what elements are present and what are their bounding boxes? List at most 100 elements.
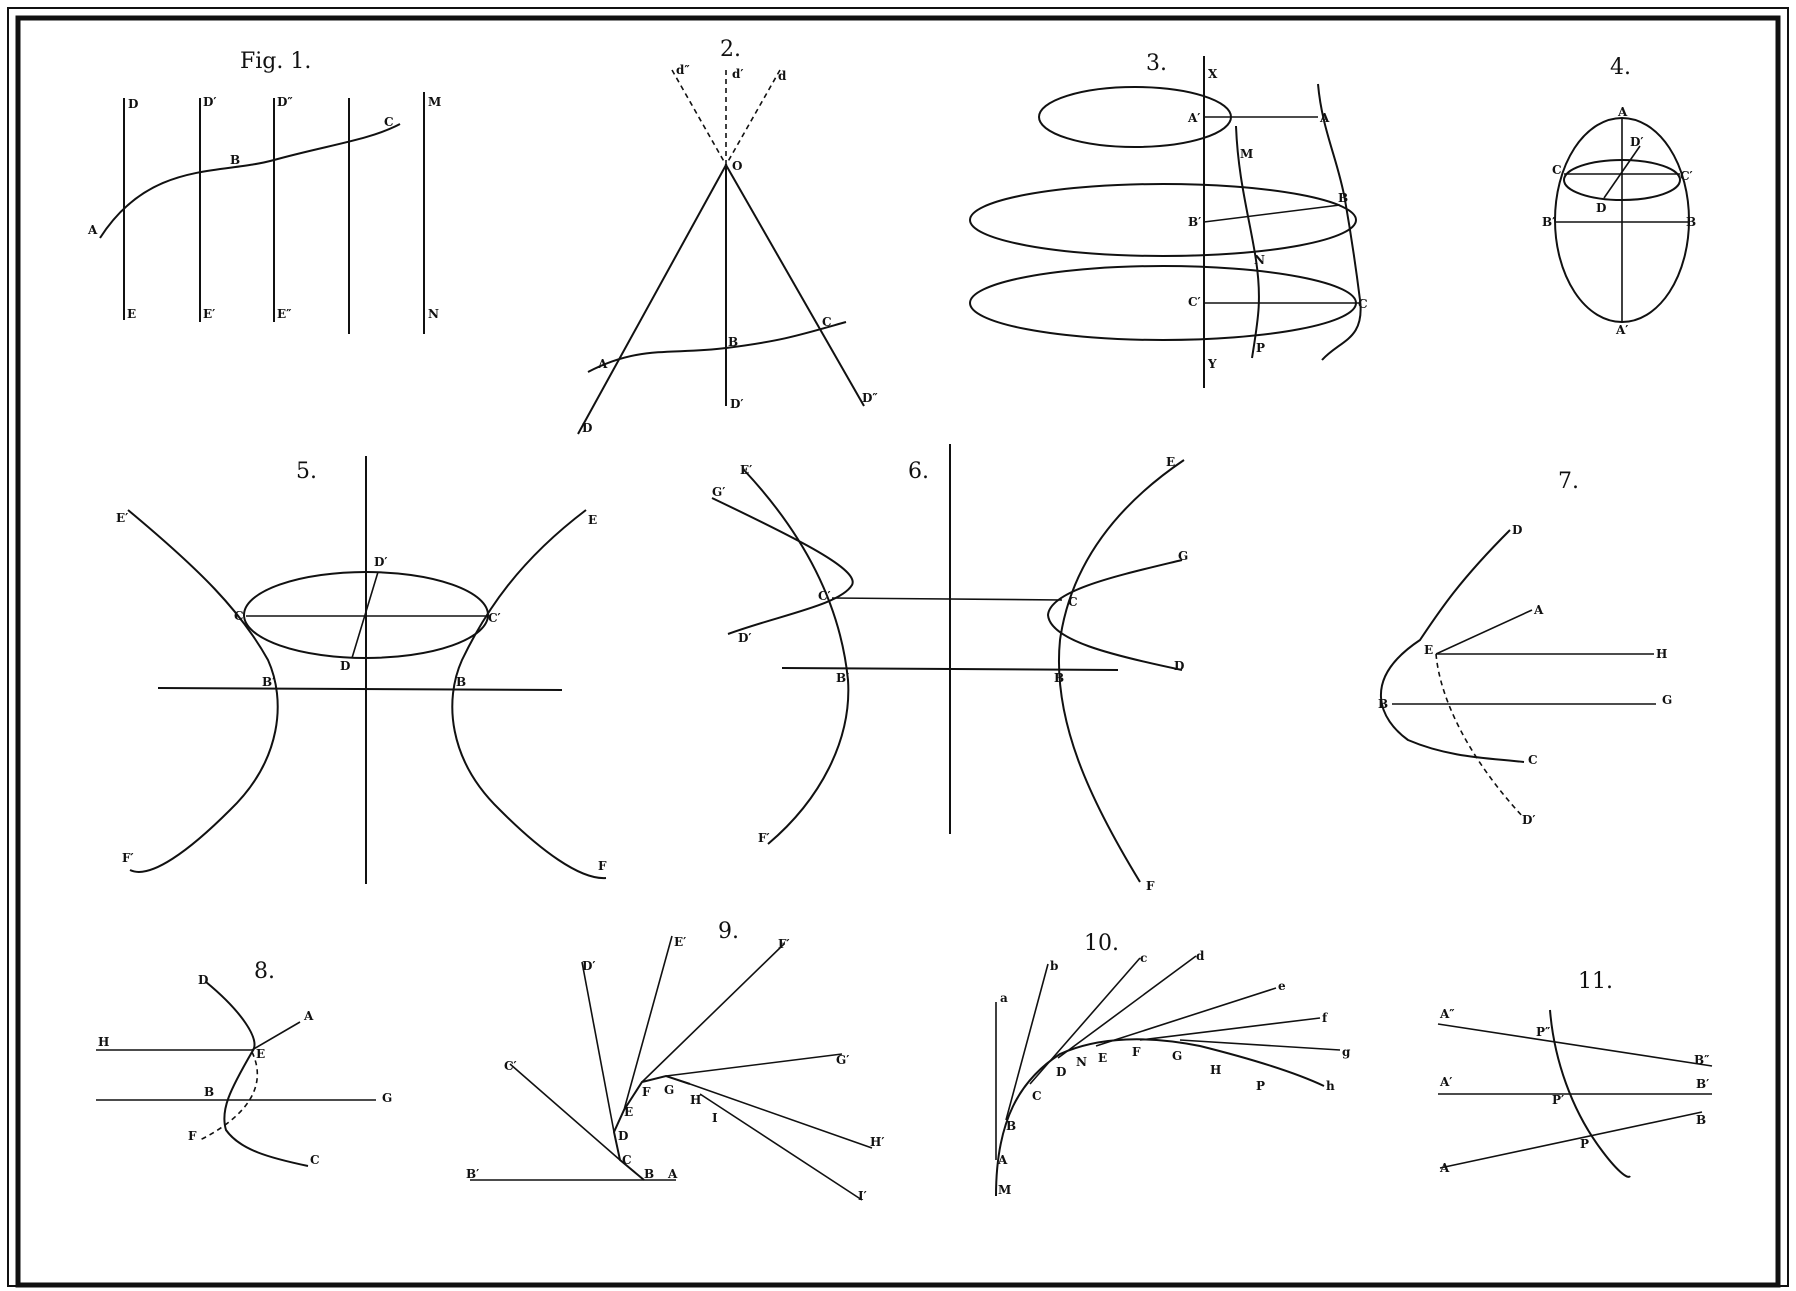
fig6-label-e: E — [1166, 455, 1175, 469]
figure-2-number: 2. — [720, 37, 741, 62]
fig1-label-e2: E″ — [277, 307, 292, 321]
fig3-curve-inner — [1235, 125, 1260, 359]
fig9-label-e: E — [624, 1105, 633, 1119]
fig7-label-h: H — [1656, 647, 1667, 661]
fig1-label-e: E — [127, 307, 136, 321]
figure-3: 3. X A′ A M B B′ N C′ C P Y — [969, 51, 1368, 388]
fig10-label-a: A — [997, 1153, 1008, 1167]
inner-frame — [15, 15, 1781, 1288]
fig2-label-d1: d′ — [732, 67, 744, 81]
fig6-label-c: C — [1068, 595, 1078, 609]
figure-7-number: 7. — [1558, 469, 1579, 494]
fig7-parabola — [1379, 529, 1525, 763]
fig3-label-c: C — [1358, 297, 1368, 311]
fig6-line-cc — [831, 597, 1063, 601]
fig4-label-d1: D′ — [1630, 135, 1644, 149]
fig2-dash-left — [671, 69, 727, 166]
figure-9-number: 9. — [718, 919, 739, 944]
figure-2: 2. d″ d′ d O A B C D D′ D″ — [577, 37, 878, 435]
fig2-label-o: O — [732, 159, 742, 173]
fig1-label-d1: D′ — [203, 95, 217, 109]
fig10-label-c: C — [1032, 1089, 1042, 1103]
fig8-curve — [205, 981, 309, 1167]
fig6-label-b1: B′ — [836, 671, 849, 685]
figure-4: 4. A D′ C C′ D B′ B A′ — [1542, 55, 1696, 337]
fig3-label-y: Y — [1207, 357, 1217, 371]
fig7-label-b: B — [1378, 697, 1388, 711]
fig4-label-a1: A′ — [1615, 323, 1628, 337]
figure-10: 10. a b c d e f g h D N E F G H P C B A … — [995, 931, 1351, 1197]
fig8-label-a: A — [303, 1009, 314, 1023]
fig8-dashed-curve — [199, 1051, 258, 1141]
fig8-label-e: E — [256, 1047, 265, 1061]
fig11-label-p1: P′ — [1552, 1093, 1564, 1107]
fig10-label-c-small: c — [1140, 951, 1147, 965]
fig2-label-d2-bottom: D″ — [862, 391, 878, 405]
fig9-label-d1: D′ — [582, 959, 596, 973]
fig11-label-a1: A′ — [1439, 1075, 1452, 1089]
fig10-label-p: P — [1256, 1079, 1265, 1093]
fig8-label-g: G — [382, 1091, 392, 1105]
fig5-label-c: C — [234, 609, 244, 623]
fig9-line-dd — [581, 961, 615, 1133]
fig5-hyperbola-left — [127, 509, 279, 873]
fig5-label-b1: B′ — [262, 675, 275, 689]
fig9-line-cc — [509, 1063, 621, 1161]
fig3-ellipse-mid — [969, 183, 1357, 257]
fig6-hyperbola-right — [1058, 459, 1185, 883]
figure-9: 9. E′ F′ D′ C′ G′ F G H I E D C B′ B A H… — [466, 919, 885, 1203]
fig10-label-b-small: b — [1050, 959, 1058, 973]
fig6-label-g1: G′ — [712, 485, 725, 499]
fig9-label-b1: B′ — [466, 1167, 479, 1181]
figure-6-number: 6. — [908, 459, 929, 484]
fig3-label-b: B — [1338, 191, 1348, 205]
fig11-label-p: P — [1580, 1137, 1589, 1151]
fig2-dash-right — [725, 69, 781, 166]
fig4-label-b: B — [1686, 215, 1696, 229]
fig1-label-m: M — [428, 95, 441, 109]
fig5-line-dd — [351, 571, 379, 659]
fig10-label-g-small: g — [1342, 1045, 1351, 1059]
fig7-label-d: D — [1512, 523, 1522, 537]
fig10-tangent-g — [1179, 1039, 1341, 1051]
fig3-label-a1: A′ — [1187, 111, 1200, 125]
fig6-hyperbola-left — [743, 469, 850, 845]
fig9-label-c1: C′ — [504, 1059, 517, 1073]
fig2-line-od2 — [725, 164, 865, 407]
fig11-line-ab2 — [1437, 1023, 1713, 1067]
fig6-label-c1: C′ — [818, 589, 831, 603]
fig7-label-a: A — [1533, 603, 1544, 617]
fig11-label-a: A — [1439, 1161, 1450, 1175]
fig9-label-g: G — [664, 1083, 674, 1097]
fig6-parabola-right — [1046, 559, 1183, 671]
fig9-label-h1: H′ — [870, 1135, 885, 1149]
fig10-tangent-e — [1095, 987, 1277, 1047]
fig6-axis-horizontal — [781, 667, 1119, 671]
fig4-label-a: A — [1617, 105, 1628, 119]
fig6-label-g: G — [1178, 549, 1188, 563]
fig9-line-ff — [641, 943, 785, 1083]
fig10-label-d-small: d — [1196, 949, 1205, 963]
fig6-label-f: F — [1146, 879, 1155, 893]
figure-5: 5. E′ E D′ C C′ D B′ B F′ F — [116, 456, 607, 884]
fig5-hyperbola-right — [451, 509, 607, 880]
figure-8-number: 8. — [254, 959, 275, 984]
fig4-line-dd — [1603, 145, 1641, 199]
fig10-label-h-small: h — [1326, 1079, 1335, 1093]
fig3-label-m: M — [1240, 147, 1253, 161]
fig6-label-e1: E′ — [740, 463, 752, 477]
figure-8: 8. D A H E B G F C — [96, 959, 392, 1167]
fig9-label-f: F — [642, 1085, 651, 1099]
fig1-label-d2: D″ — [277, 95, 293, 109]
fig9-label-c: C — [622, 1153, 632, 1167]
fig10-tangent-b — [1005, 963, 1049, 1121]
fig9-label-b: B — [644, 1167, 654, 1181]
fig3-label-n: N — [1254, 253, 1265, 267]
fig9-label-f1: F′ — [778, 937, 790, 951]
fig7-line-ea — [1435, 609, 1533, 655]
fig8-label-h: H — [98, 1035, 109, 1049]
fig3-label-p: P — [1256, 341, 1265, 355]
fig10-label-f: F — [1132, 1045, 1141, 1059]
fig6-label-d: D — [1174, 659, 1184, 673]
